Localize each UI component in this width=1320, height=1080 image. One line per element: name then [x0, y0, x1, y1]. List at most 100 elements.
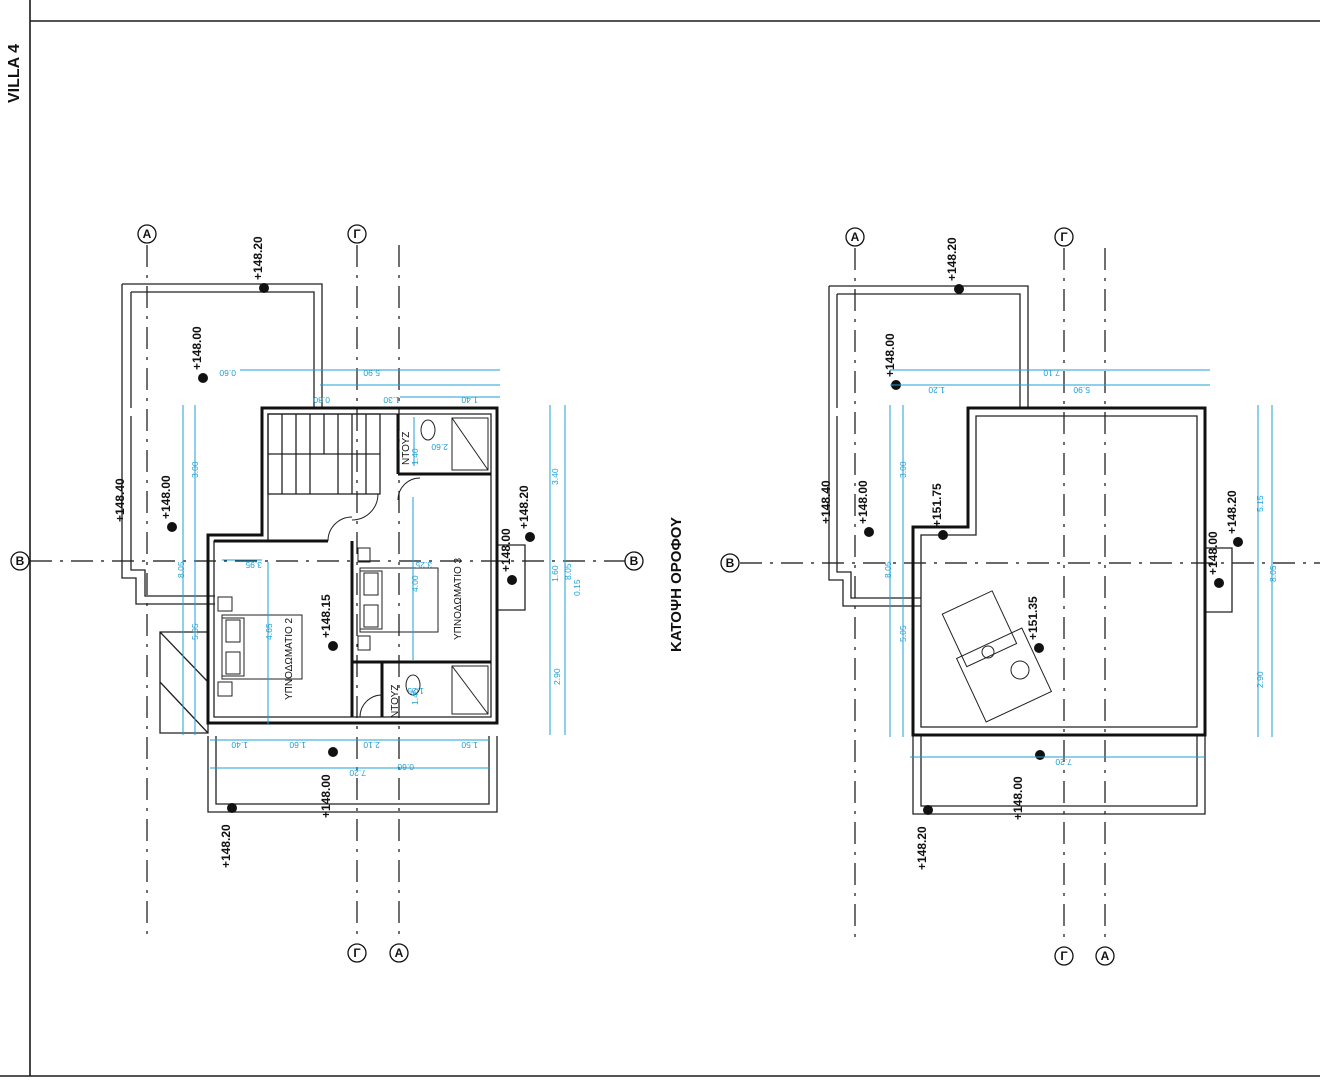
level-marker [167, 522, 177, 532]
dim-3-00: 3.00 [190, 461, 200, 478]
bed-bedroom-2 [217, 596, 303, 697]
roof-level-148-00-bottom: +148.00 [1011, 776, 1025, 820]
dim-2-10: 2.10 [363, 740, 380, 750]
axis-label-b-right: B [726, 556, 735, 570]
roof-bottom-terrace-outline [912, 735, 1206, 815]
drawing-title: ΚΑΤΟΨΗ ΟΡΟΦΟΥ [668, 517, 685, 652]
dim-5-05-roof: 5.05 [898, 625, 908, 642]
dim-0-80: 0.80 [313, 395, 330, 405]
roof-level-148-00-balcony: +148.00 [1206, 531, 1220, 575]
level-148-00-balcony: +148.00 [499, 528, 513, 572]
level-148-00-left: +148.00 [159, 475, 173, 519]
level-148-20-bottom: +148.20 [219, 824, 233, 868]
shower-tray-top [451, 417, 489, 471]
level-148-20-top: +148.20 [251, 236, 265, 280]
right-balcony-outline [497, 544, 526, 611]
axis-bubble-g-bottom-left [347, 943, 367, 963]
level-marker [923, 805, 933, 815]
dim-2-60: 2.60 [431, 442, 448, 452]
level-marker [1034, 643, 1044, 653]
dim-5-05: 5.05 [190, 623, 200, 640]
level-marker [198, 373, 208, 383]
staircase [267, 413, 381, 495]
dim-4-65: 4.65 [264, 623, 274, 640]
roof-inner-walls [920, 415, 1198, 728]
roof-level-151-35: +151.35 [1026, 596, 1040, 640]
dim-0-60-bottom: 0.60 [397, 762, 414, 772]
dim-1-40-bottom: 1.40 [231, 740, 248, 750]
axis-label-g-top-left: Γ [353, 227, 361, 241]
dim-2-90-roof: 2.90 [1255, 671, 1265, 688]
first-floor-outer-walls [206, 406, 499, 725]
roof-level-148-40: +148.40 [819, 480, 833, 524]
dim-3-40: 3.40 [550, 468, 560, 485]
roof-right-balcony-outline [1205, 547, 1233, 613]
roof-tile-area [159, 631, 209, 734]
level-148-00-bottom: +148.00 [319, 774, 333, 818]
dim-7-10: 7.10 [1043, 368, 1060, 378]
dim-7-20-left: 7.20 [349, 768, 366, 778]
axis-label-g-bottom-right: Γ [1060, 949, 1068, 963]
dim-3-95: 3.95 [245, 560, 262, 570]
axis-label-b-left-2: B [630, 554, 639, 568]
axis-label-g-bottom-left: Γ [353, 946, 361, 960]
level-marker [1214, 578, 1224, 588]
dim-8-05-roof-right: 8.05 [1268, 565, 1278, 582]
bottom-terrace-outline [207, 736, 498, 813]
room-label-shower-top: ΝΤΟΥΖ [401, 432, 412, 465]
level-148-15: +148.15 [319, 594, 333, 638]
dim-5-15: 5.15 [1255, 495, 1265, 512]
room-label-shower-bottom: ΝΤΟΥΖ [390, 685, 401, 718]
level-marker [1035, 750, 1045, 760]
dim-1-30: 1.30 [383, 395, 400, 405]
dim-0-15: 0.15 [572, 579, 582, 596]
level-marker [328, 641, 338, 651]
axis-bubble-a-top-left [137, 224, 157, 244]
door-swing-shower [359, 694, 383, 718]
dim-1-45: 1.45 [410, 688, 420, 705]
first-floor-plan: A Γ Γ A B B [10, 224, 644, 963]
axis-label-a-top-right: A [851, 230, 860, 244]
axis-label-g-top-right: Γ [1060, 230, 1068, 244]
roof-outer-walls [911, 406, 1207, 737]
door-swing-bedroom2 [327, 516, 353, 542]
door-swing-bedroom3 [397, 477, 421, 501]
level-marker [1233, 537, 1243, 547]
dim-0-60-top: 0.60 [219, 368, 236, 378]
roof-level-148-20-top: +148.20 [945, 237, 959, 281]
level-marker [259, 283, 269, 293]
door-swing-hall [351, 493, 379, 521]
left-terrace-outline [121, 408, 215, 605]
roof-level-148-20-bottom: +148.20 [915, 826, 929, 870]
dim-1-60-bottom: 1.60 [289, 740, 306, 750]
axis-bubble-g-top-left [347, 224, 367, 244]
top-terrace-outline [121, 283, 323, 408]
axis-bubble-g-bottom-right [1054, 946, 1074, 966]
dim-1-20: 1.20 [928, 385, 945, 395]
level-148-20-right: +148.20 [517, 485, 531, 529]
level-148-40: +148.40 [113, 478, 127, 522]
axis-bubble-a-top-right [845, 227, 865, 247]
level-marker [954, 284, 964, 294]
dimension-lines-right [889, 369, 1273, 758]
axis-bubble-b-left-1 [10, 551, 30, 571]
axis-bubble-g-top-right [1054, 227, 1074, 247]
dim-5-90-roof: 5.90 [1073, 385, 1090, 395]
axis-label-a-bottom-left: A [395, 946, 404, 960]
axis-label-a-top-left: A [143, 227, 152, 241]
dim-3-25: 3.25 [415, 560, 432, 570]
level-marker [507, 575, 517, 585]
dim-8-05-left: 8.05 [176, 561, 186, 578]
dim-1-60: 1.60 [550, 565, 560, 582]
dim-1-50: 1.50 [461, 740, 478, 750]
roof-level-151-75: +151.75 [930, 483, 944, 527]
roof-left-terrace-outline [828, 408, 921, 607]
roof-level-148-00-left: +148.00 [856, 480, 870, 524]
villa-label: VILLA 4 [6, 44, 23, 103]
dim-8-05-right: 8.05 [563, 563, 573, 580]
room-label-bedroom-3: ΥΠΝΟΔΩΜΑΤΙΟ 3 [453, 557, 464, 640]
level-marker [525, 532, 535, 542]
axis-label-b-left-1: B [16, 554, 25, 568]
dim-1-25: 1.25 [407, 686, 424, 696]
